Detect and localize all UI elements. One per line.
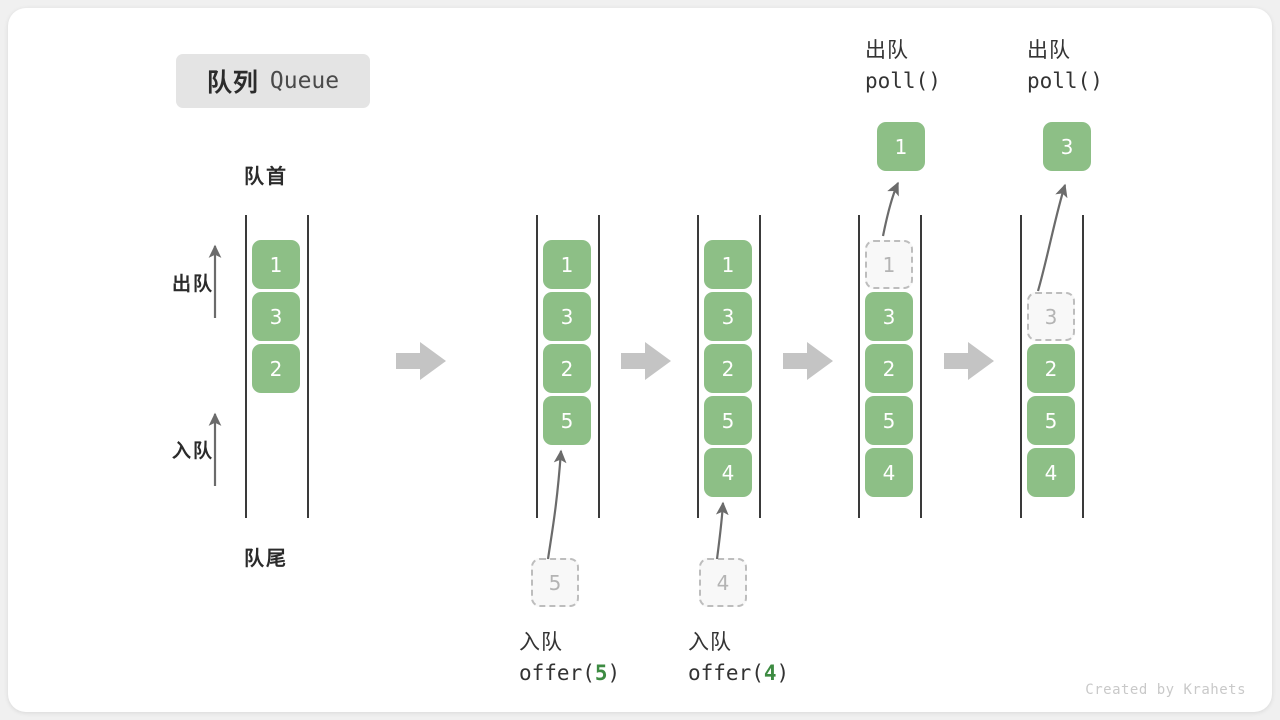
step-arrow-4 [944, 342, 994, 380]
dequeue-side-label: 出队 [171, 274, 214, 295]
queue-rail-left-col4 [858, 215, 860, 518]
dequeue-curve-arrow-1 [881, 181, 899, 237]
queue-cell: 4 [1027, 448, 1075, 497]
step-arrow-1 [396, 342, 446, 380]
queue-rail-left-col2 [536, 215, 538, 518]
op-label-cn: 出队 [1027, 39, 1071, 62]
queue-cell: 1 [252, 240, 300, 289]
queue-cell: 2 [865, 344, 913, 393]
queue-rail-left-col3 [697, 215, 699, 518]
queue-rail-right-col1 [307, 215, 309, 518]
popped-element-box: 3 [1043, 122, 1091, 171]
op-caption-poll-1: 出队 poll() [865, 36, 1075, 97]
queue-rail-right-col2 [598, 215, 600, 518]
popped-element-box: 1 [877, 122, 925, 171]
op-label-code: poll() [865, 69, 941, 94]
op-label-cn: 出队 [865, 39, 909, 62]
op-label-code: offer(4) [688, 661, 790, 686]
queue-cell: 2 [704, 344, 752, 393]
queue-rail-left-col5 [1020, 215, 1022, 518]
queue-cell: 4 [865, 448, 913, 497]
dequeue-curve-arrow-3 [1036, 183, 1068, 292]
queue-cell-removed: 3 [1027, 292, 1075, 341]
diagram-title-badge: 队列 Queue [176, 54, 370, 108]
queue-cell: 2 [1027, 344, 1075, 393]
queue-cell: 1 [704, 240, 752, 289]
tail-label: 队尾 [244, 548, 288, 570]
enqueue-side-label: 入队 [171, 441, 214, 462]
title-chinese: 队列 [206, 69, 259, 97]
queue-cell: 5 [865, 396, 913, 445]
queue-cell: 3 [252, 292, 300, 341]
diagram-card: 队列 Queue 队首 队尾 出队 入队 1 3 2 1 3 2 5 5 入队 … [8, 8, 1272, 712]
footer-credit: Created by Krahets [1085, 682, 1246, 698]
queue-cell: 5 [1027, 396, 1075, 445]
queue-cell: 2 [252, 344, 300, 393]
title-english: Queue [269, 68, 340, 94]
op-label-code: offer(5) [519, 661, 621, 686]
op-caption-offer-5: 入队 offer(5) [519, 628, 729, 689]
enqueue-curve-arrow-5 [546, 449, 567, 560]
step-arrow-3 [783, 342, 833, 380]
queue-cell-new: 5 [543, 396, 591, 445]
op-label-cn: 入队 [688, 631, 732, 654]
incoming-element-box: 5 [531, 558, 579, 607]
queue-cell: 1 [543, 240, 591, 289]
queue-cell: 5 [704, 396, 752, 445]
queue-cell-removed: 1 [865, 240, 913, 289]
head-label: 队首 [244, 166, 288, 188]
op-caption-poll-3: 出队 poll() [1027, 36, 1237, 97]
op-caption-offer-4: 入队 offer(4) [688, 628, 898, 689]
op-label-code: poll() [1027, 69, 1103, 94]
queue-cell: 3 [865, 292, 913, 341]
queue-rail-left-col1 [245, 215, 247, 518]
incoming-element-box: 4 [699, 558, 747, 607]
queue-cell: 3 [543, 292, 591, 341]
queue-rail-right-col5 [1082, 215, 1084, 518]
queue-cell: 2 [543, 344, 591, 393]
queue-rail-right-col4 [920, 215, 922, 518]
queue-cell-new: 4 [704, 448, 752, 497]
queue-cell: 3 [704, 292, 752, 341]
enqueue-curve-arrow-4 [715, 501, 729, 560]
op-label-cn: 入队 [519, 631, 563, 654]
step-arrow-2 [621, 342, 671, 380]
queue-rail-right-col3 [759, 215, 761, 518]
